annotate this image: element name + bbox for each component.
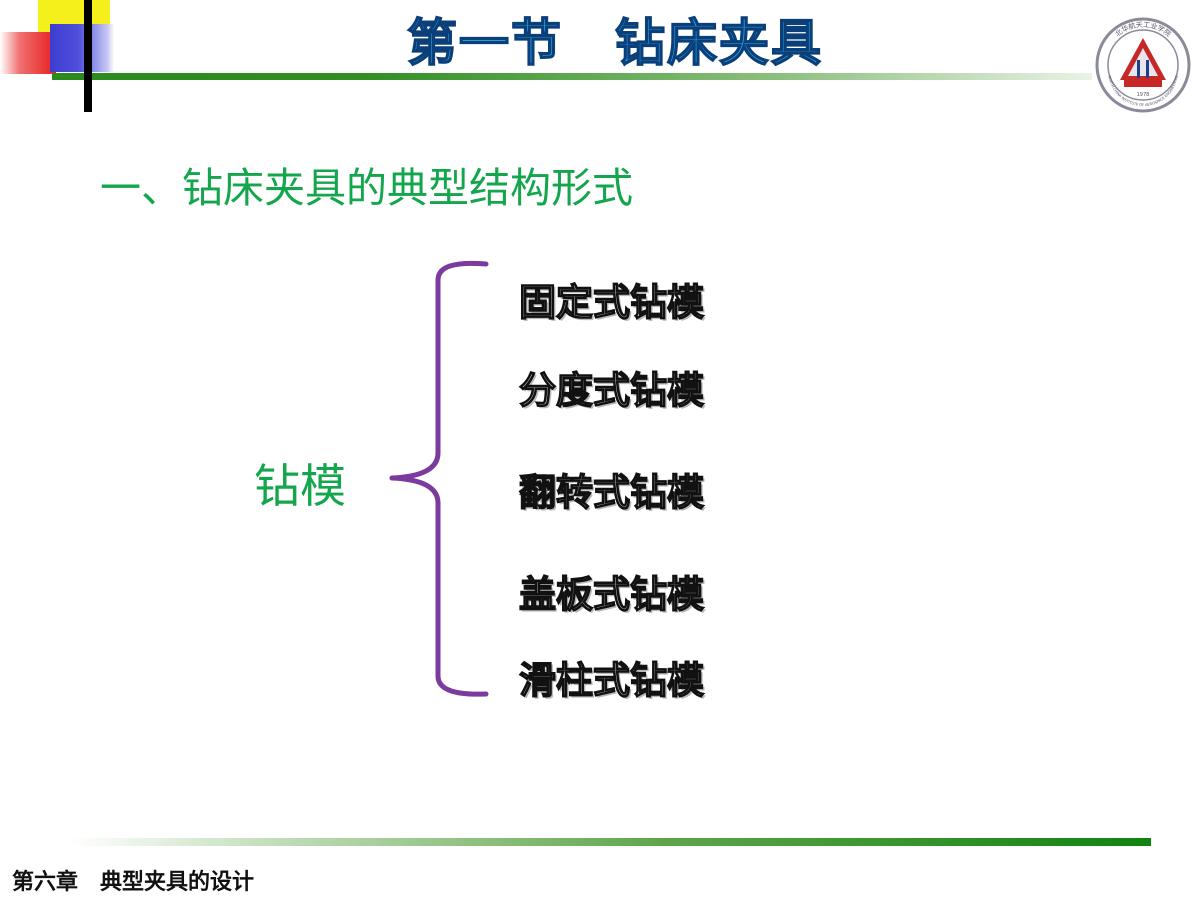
diagram-item-sliding-column: 滑柱式钻模 [518, 658, 704, 702]
header-rule [52, 73, 1092, 80]
seal-banner-icon [1124, 78, 1162, 87]
corner-vertical-bar [84, 0, 92, 112]
footer-chapter-title: 第六章 典型夹具的设计 [12, 870, 255, 895]
university-seal-logo: 北华航天工业学院 NORTH CHINA INSTITUTE OF AEROSP… [1095, 17, 1191, 113]
section-heading: 一、钻床夹具的典型结构形式 [100, 164, 633, 212]
diagram-item-tilting: 翻转式钻模 [518, 470, 704, 514]
seal-year: 1978 [1137, 92, 1150, 98]
corner-red-block [0, 32, 56, 74]
diagram-item-indexing: 分度式钻模 [518, 368, 704, 412]
diagram-main-label: 钻模 [254, 459, 346, 513]
diagram-item-cover-plate: 盖板式钻模 [518, 572, 704, 616]
curly-brace-icon [389, 260, 489, 697]
slide-title: 第一节 钻床夹具 [406, 13, 823, 73]
footer-rule [70, 838, 1151, 846]
diagram-item-fixed: 固定式钻模 [518, 280, 704, 324]
corner-blue-block [50, 24, 114, 72]
